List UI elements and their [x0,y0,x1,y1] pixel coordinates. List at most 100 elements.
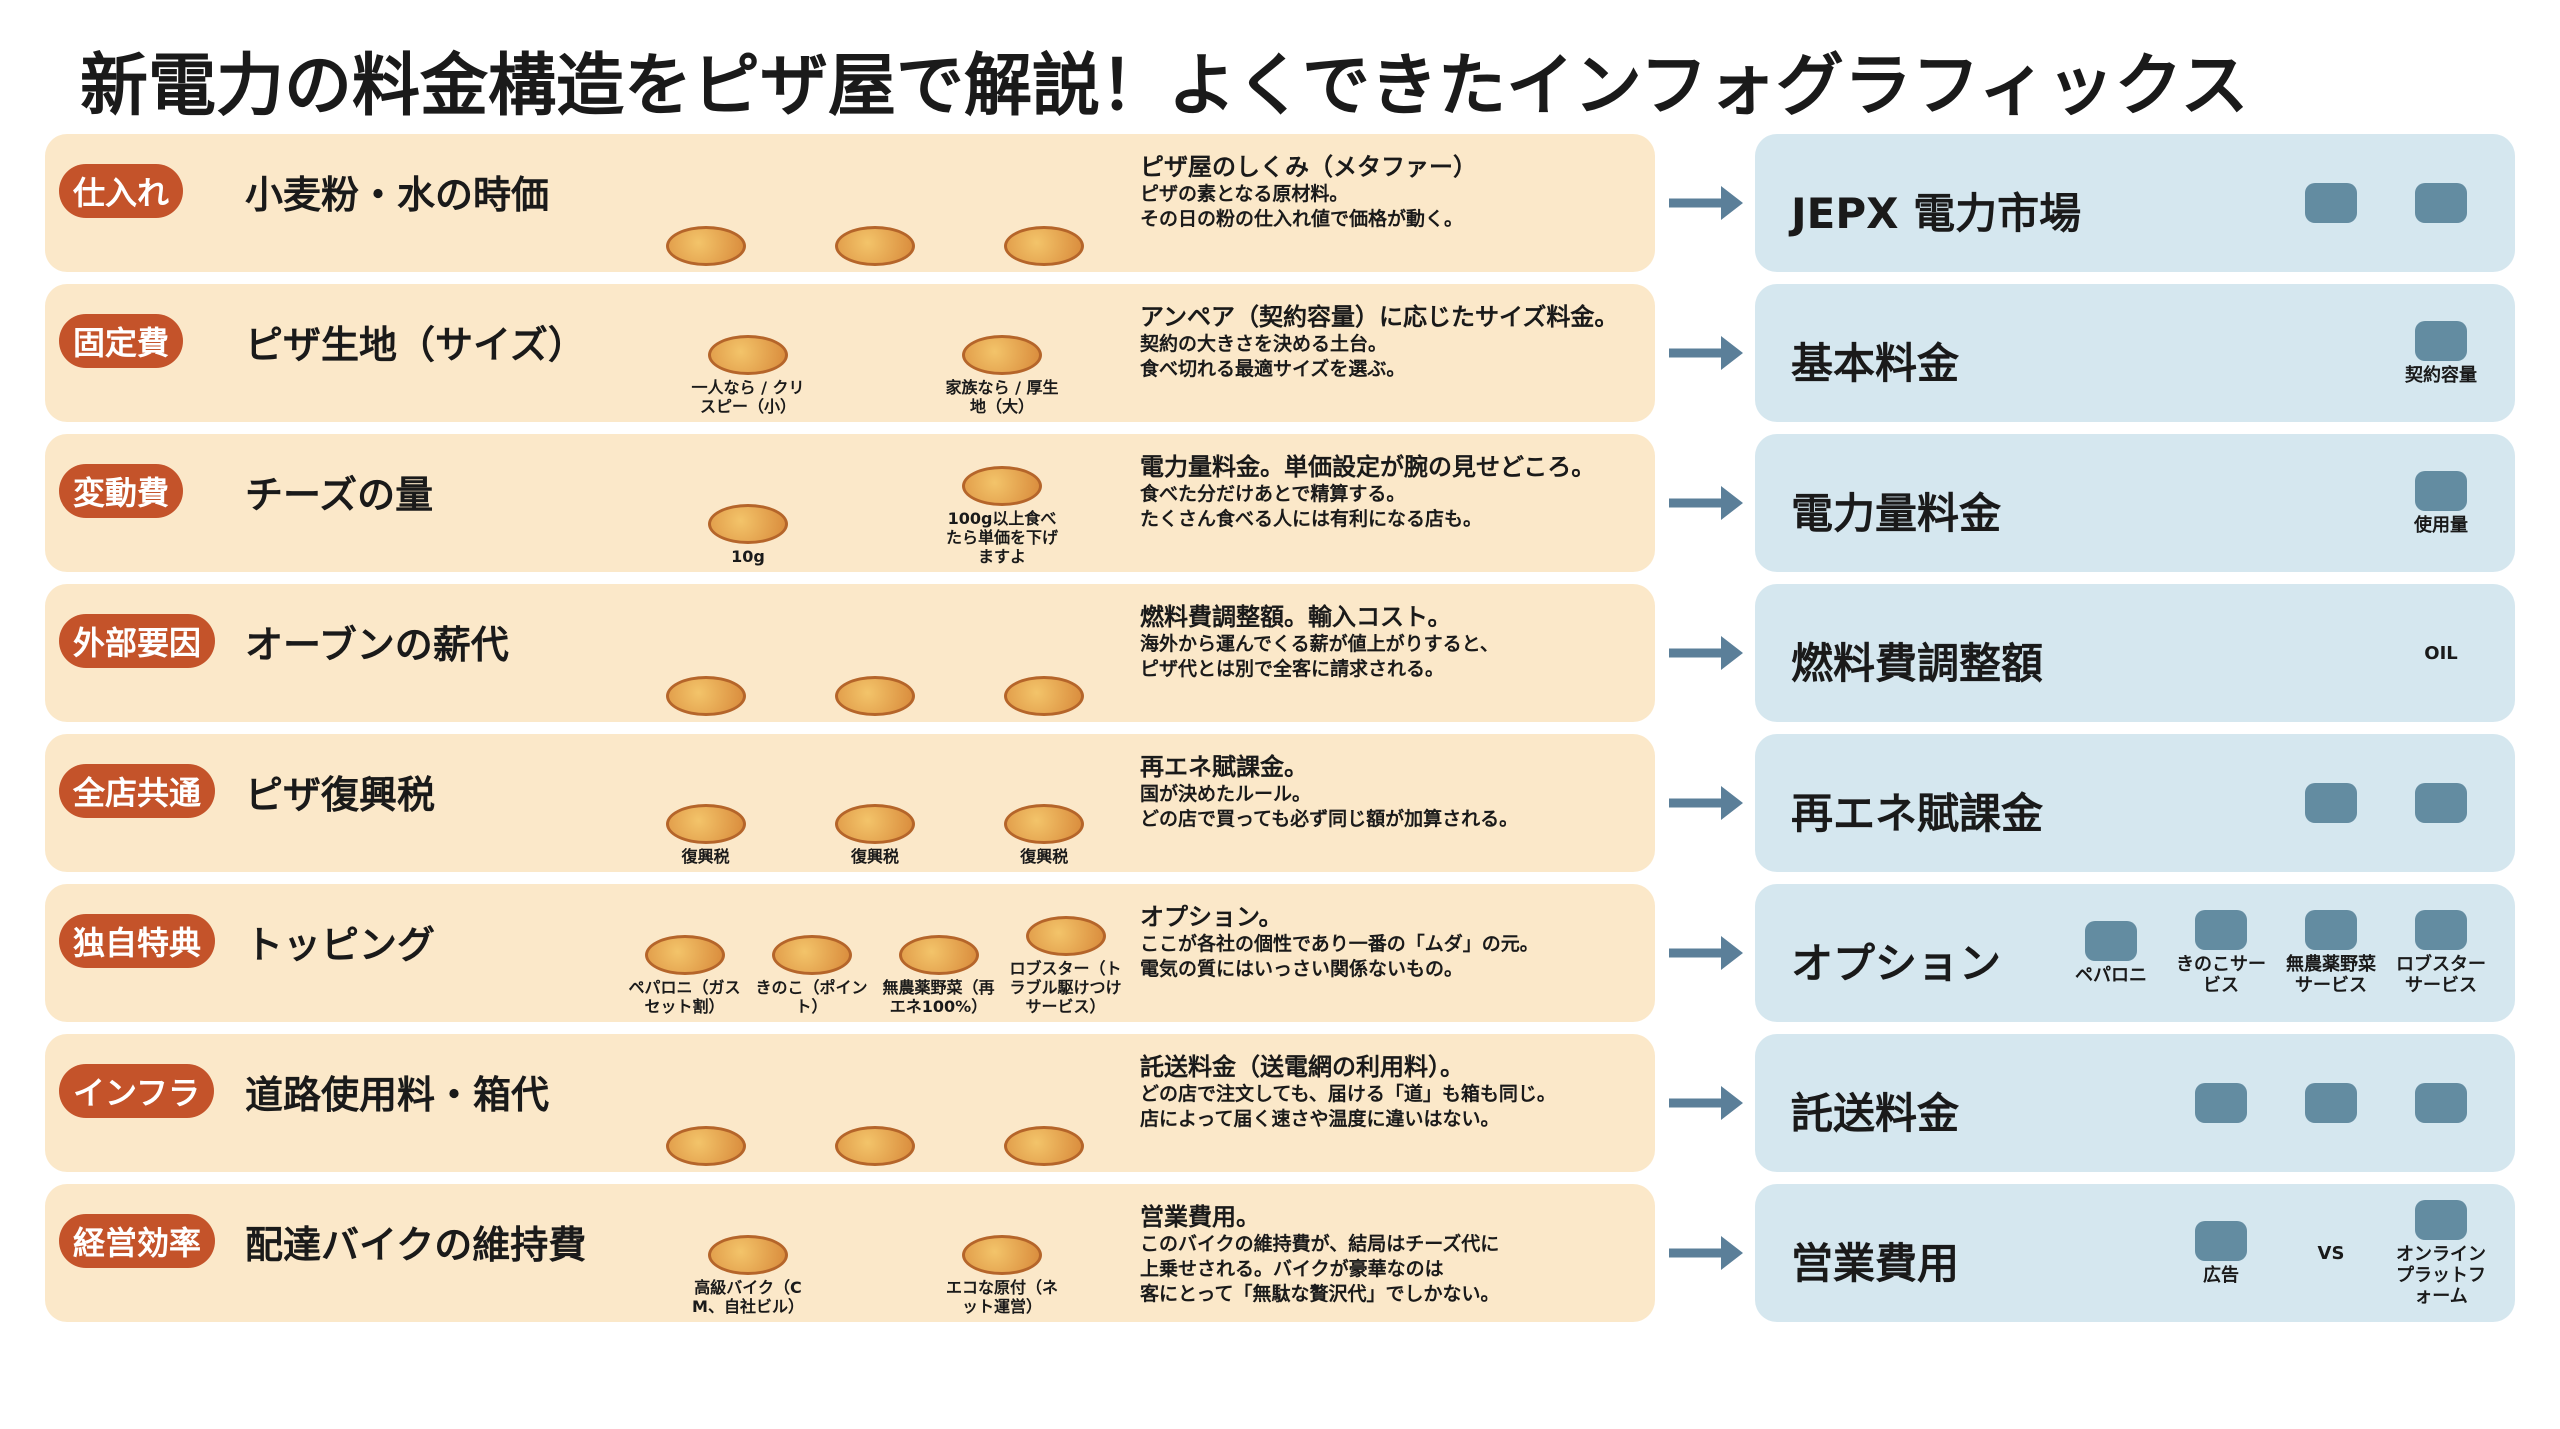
term-label: 契約容量 [2405,364,2477,386]
term-label: 広告 [2203,1264,2239,1286]
pizza-item-title: 道路使用料・箱代 [245,1073,550,1117]
illustration-item: 家族なら / 厚生地（大） [943,335,1061,416]
illustration-item: 高級バイク（CM、自社ビル） [689,1235,807,1316]
arrow-right-icon [1665,778,1745,828]
explanation: 燃料費調整額。輸入コスト。海外から運んでくる薪が値上がりすると、ピザ代とは別で全… [1140,602,1645,682]
pizza-illustration-icon [962,1235,1042,1275]
explanation-line: 客にとって「無駄な贅沢代」でしかない。 [1140,1283,1500,1305]
illustration-label: 一人なら / クリスピー（小） [691,378,805,416]
explanation-line: ここが各社の個性であり一番の「ムダ」の元。 [1140,933,1539,955]
term-label: オンラインプラットフォーム [2396,1243,2486,1307]
term-label: OIL [2424,642,2458,664]
explanation-line: ピザの素となる原材料。 [1140,183,1349,205]
explanation-heading: アンペア（契約容量）に応じたサイズ料金。 [1140,303,1619,331]
explanation-line: このバイクの維持費が、結局はチーズ代に [1140,1233,1500,1255]
illustration-label: ロブスター（トラブル駆けつけサービス） [1009,959,1122,1016]
term-illustrations [2281,748,2491,858]
pizza-illustration-icon [1004,804,1085,844]
pizza-item-title: 配達バイクの維持費 [245,1223,587,1267]
illustration-label: きのこ（ポイント） [755,978,868,1016]
electricity-term: 電力量料金 [1791,489,2002,538]
explanation-line: 海外から運んでくる薪が値上がりすると、 [1140,633,1499,655]
term-icon [2415,910,2467,950]
term-icon [2415,320,2467,361]
pizza-illustration-icon [1025,916,1106,956]
pizza-illustration-icon [665,226,746,266]
pizza-illustration-icon [834,1126,915,1166]
infographic-row: 経営効率配達バイクの維持費高級バイク（CM、自社ビル）エコな原付（ネット運営）営… [45,1184,2515,1322]
term-illustration [2281,783,2381,823]
illustration-item: 100g以上食べたら単価を下げますよ [943,466,1061,566]
pizza-panel: 固定費 ピザ生地（サイズ） 一人なら / クリスピー（小） 家族なら / 厚生地（大）… [45,284,1655,422]
explanation-heading: 託送料金（送電網の利用料）。 [1140,1053,1464,1081]
pizza-panel: 全店共通ピザ復興税復興税復興税復興税再エネ賦課金。国が決めたルール。どの店で買っ… [45,734,1655,872]
pizza-panel: 仕入れ小麦粉・水の時価ピザ屋のしくみ（メタファー）ピザの素となる原材料。その日の… [45,134,1655,272]
illustration-label: 無農薬野菜（再エネ100%） [882,978,995,1016]
infographic-row: 独自特典トッピングペパロニ（ガスセット割）きのこ（ポイント）無農薬野菜（再エネ1… [45,884,2515,1022]
illustration-label: 高級バイク（CM、自社ビル） [692,1278,804,1316]
electricity-panel: 基本料金契約容量 [1755,284,2515,422]
electricity-term: 基本料金 [1791,339,1960,388]
term-illustrations [2171,1048,2491,1158]
term-illustration [2281,1083,2381,1123]
explanation-line: 食べた分だけあとで精算する。 [1140,483,1406,505]
term-illustration [2391,783,2491,823]
pizza-item-title: オーブンの薪代 [245,623,509,667]
arrow-right-icon [1665,628,1745,678]
explanation-line: その日の粉の仕入れ値で価格が動く。 [1140,208,1464,230]
electricity-panel: 託送料金 [1755,1034,2515,1172]
explanation-heading: 電力量料金。単価設定が腕の見せどころ。 [1140,453,1596,481]
illustration-item: 無農薬野菜（再エネ100%） [880,935,998,1016]
illustration-item [985,676,1103,716]
explanation-heading: 再エネ賦課金。 [1140,753,1308,781]
illustration-item [647,676,765,716]
illustration-label: エコな原付（ネット運営） [945,1278,1058,1316]
term-illustration: きのこサービス [2171,910,2271,996]
illustration: ペパロニ（ガスセット割） きのこ（ポイント） 無農薬野菜（再エネ100%） ロブスター… [625,892,1125,1016]
explanation: オプション。ここが各社の個性であり一番の「ムダ」の元。電気の質にはいっさい関係な… [1140,902,1645,982]
pizza-item-title: チーズの量 [245,473,434,517]
illustration-item [816,226,934,266]
illustration-label: 家族なら / 厚生地（大） [945,378,1059,416]
term-icon [2415,470,2467,511]
term-illustration: 無農薬野菜サービス [2281,910,2381,996]
electricity-term: 営業費用 [1791,1239,1960,1288]
pizza-illustration-icon [665,676,746,716]
illustration: 高級バイク（CM、自社ビル） エコな原付（ネット運営） [625,1192,1125,1316]
pizza-illustration-icon [665,804,746,844]
illustration [625,592,1125,716]
explanation-line: どの店で注文しても、届ける「道」も箱も同じ。 [1140,1083,1556,1105]
term-illustration [2391,1083,2491,1123]
pizza-illustration-icon [834,676,915,716]
explanation-heading: ピザ屋のしくみ（メタファー） [1140,153,1477,181]
term-illustration: 使用量 [2391,470,2491,536]
term-icon [2415,1199,2467,1240]
term-illustration [2391,183,2491,223]
electricity-panel: 再エネ賦課金 [1755,734,2515,872]
illustration-label: 復興税 [681,847,730,866]
term-illustration: VS [2281,1243,2381,1264]
category-badge: 固定費 [59,314,184,368]
pizza-illustration-icon [708,504,788,544]
illustration: 一人なら / クリスピー（小） 家族なら / 厚生地（大） [625,292,1125,416]
pizza-illustration-icon [1004,1126,1085,1166]
illustration-item: 復興税 [816,804,934,866]
explanation-line: 店によって届く速さや温度に違いはない。 [1140,1108,1500,1130]
term-illustration [2171,1083,2271,1123]
illustration-item [816,676,934,716]
illustration [625,1042,1125,1166]
explanation-line: たくさん食べる人には有利になる店も。 [1140,508,1483,530]
pizza-item-title: ピザ生地（サイズ） [245,323,586,367]
pizza-item-title: トッピング [245,923,436,967]
term-icon [2305,783,2357,823]
term-label: 使用量 [2414,514,2468,536]
pizza-illustration-icon [708,1235,788,1275]
pizza-illustration-icon [898,935,979,975]
illustration-label: 復興税 [1020,847,1069,866]
electricity-term: 燃料費調整額 [1791,639,2044,688]
illustration-item [985,226,1103,266]
illustration-item: ペパロニ（ガスセット割） [626,935,744,1016]
illustration-item: ロブスター（トラブル駆けつけサービス） [1007,916,1125,1016]
term-illustration: 広告 [2171,1220,2271,1286]
explanation: 営業費用。このバイクの維持費が、結局はチーズ代に上乗せされる。バイクが豪華なのは… [1140,1202,1645,1307]
